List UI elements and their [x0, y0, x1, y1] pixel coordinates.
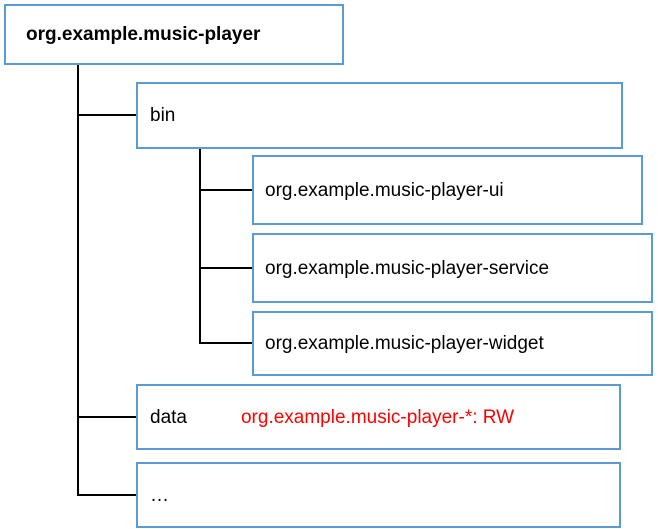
connector-root-to-data	[77, 416, 137, 418]
node-music-player-service: org.example.music-player-service	[252, 233, 653, 303]
node-bin: bin	[136, 82, 623, 149]
node-music-player-widget-label: org.example.music-player-widget	[265, 333, 544, 354]
connector-bin-trunk	[199, 148, 201, 344]
node-music-player-service-label: org.example.music-player-service	[265, 257, 550, 279]
node-root-label: org.example.music-player	[26, 24, 261, 45]
node-data-permission-annotation: org.example.music-player-*: RW	[240, 406, 515, 428]
node-more-label: …	[150, 484, 170, 506]
node-music-player-widget: org.example.music-player-widget	[252, 311, 653, 376]
connector-bin-to-widget	[199, 342, 253, 344]
node-music-player-ui: org.example.music-player-ui	[252, 155, 643, 225]
connector-root-to-more	[77, 494, 137, 496]
connector-root-to-bin	[77, 114, 137, 116]
node-music-player-ui-label: org.example.music-player-ui	[265, 179, 504, 201]
connector-bin-to-ui	[199, 189, 253, 191]
node-more-ellipsis: …	[136, 462, 621, 528]
connector-root-trunk	[77, 64, 79, 496]
node-data-label: data	[150, 406, 187, 428]
node-data: data org.example.music-player-*: RW	[136, 384, 621, 450]
connector-bin-to-service	[199, 267, 253, 269]
node-bin-label: bin	[150, 105, 176, 126]
node-root-package: org.example.music-player	[4, 4, 344, 65]
